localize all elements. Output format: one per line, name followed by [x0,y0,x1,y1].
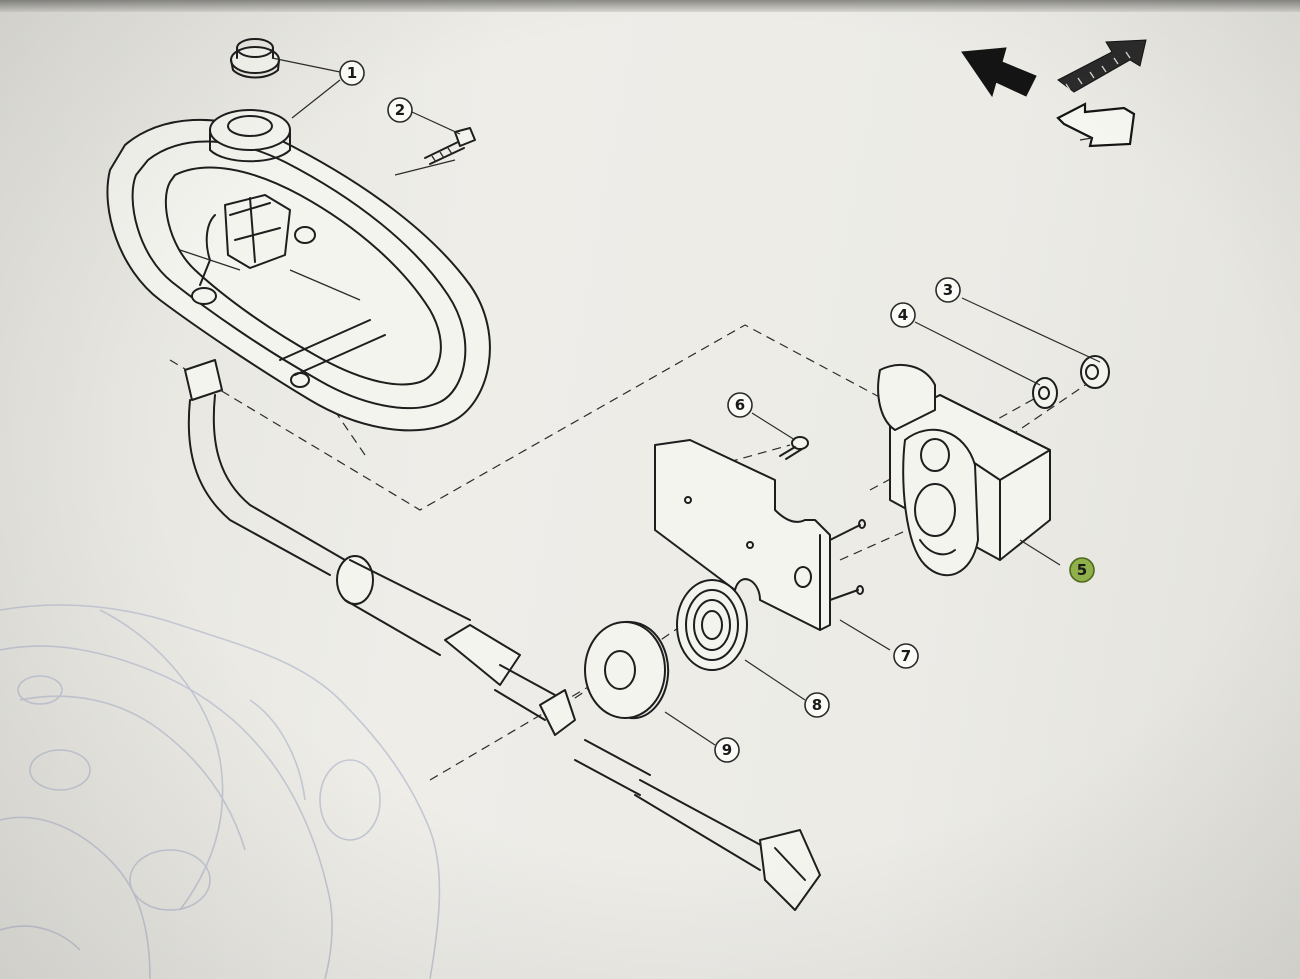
part-1-housing [106,38,491,432]
part-2-bolt [424,127,476,165]
svg-text:6: 6 [735,396,745,414]
part-5-pump-block [877,364,1051,577]
callout-7[interactable]: 7 [893,643,919,669]
svg-text:8: 8 [812,696,822,714]
callout-8[interactable]: 8 [804,692,830,718]
callout-5[interactable]: 5 [1069,557,1095,583]
svg-text:4: 4 [898,306,908,324]
svg-text:9: 9 [722,741,732,759]
svg-text:3: 3 [943,281,953,299]
callout-6[interactable]: 6 [727,392,753,418]
part-3-nut [1080,355,1110,389]
callouts: 1 2 3 4 5 6 7 [339,60,1095,763]
callout-3[interactable]: 3 [935,277,961,303]
svg-text:2: 2 [395,101,405,119]
part-9-ring [584,620,670,720]
next-page-arrow-icon[interactable] [1057,39,1147,93]
callout-leaders [271,57,1101,746]
callout-9[interactable]: 9 [714,737,740,763]
callout-2[interactable]: 2 [387,97,413,123]
ghost-engine-outline [0,604,441,979]
svg-text:1: 1 [347,64,357,82]
part-6-screw [779,436,809,460]
callout-4[interactable]: 4 [890,302,916,328]
part-7-bracket [654,439,866,631]
prev-page-arrow-icon[interactable] [961,47,1037,98]
part-4-washer [1032,377,1058,409]
callout-1[interactable]: 1 [339,60,365,86]
svg-text:5: 5 [1077,561,1087,579]
svg-text:7: 7 [901,647,911,665]
window-top-edge [0,0,1300,12]
return-arrow-icon[interactable] [1056,102,1136,148]
part-8-seal [676,579,748,671]
pickup-pipe [184,359,821,911]
